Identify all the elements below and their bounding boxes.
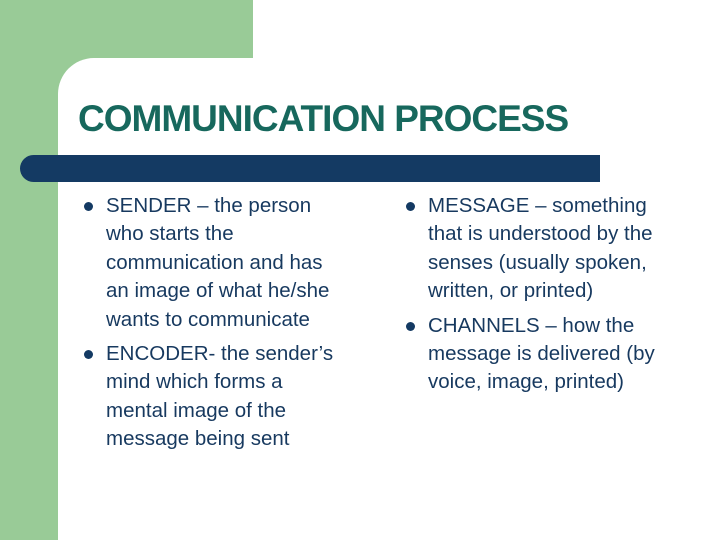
slide-title: COMMUNICATION PROCESS <box>78 98 569 139</box>
bullet-column-right: MESSAGE – something that is understood b… <box>406 192 711 397</box>
bullet-text: ENCODER- the sender’s mind which forms a… <box>106 342 334 451</box>
bullet-column-left: SENDER – the person who starts the commu… <box>84 192 389 454</box>
bullet-item-channels: CHANNELS – how the message is delivered … <box>406 312 711 397</box>
title-underline-bar <box>20 155 600 182</box>
content-panel <box>58 58 720 540</box>
bullet-text: MESSAGE – something that is understood b… <box>428 194 653 303</box>
top-white-area <box>253 0 720 58</box>
bullet-text: CHANNELS – how the message is delivered … <box>428 313 655 394</box>
bullet-item-message: MESSAGE – something that is understood b… <box>406 192 711 306</box>
bullet-icon <box>84 202 93 211</box>
bullet-icon <box>406 321 415 331</box>
bullet-item-encoder: ENCODER- the sender’s mind which forms a… <box>84 340 389 454</box>
bullet-item-sender: SENDER – the person who starts the commu… <box>84 192 389 334</box>
bullet-icon <box>406 202 415 211</box>
bullet-icon <box>84 350 93 360</box>
bullet-text: SENDER – the person who starts the commu… <box>106 194 330 331</box>
